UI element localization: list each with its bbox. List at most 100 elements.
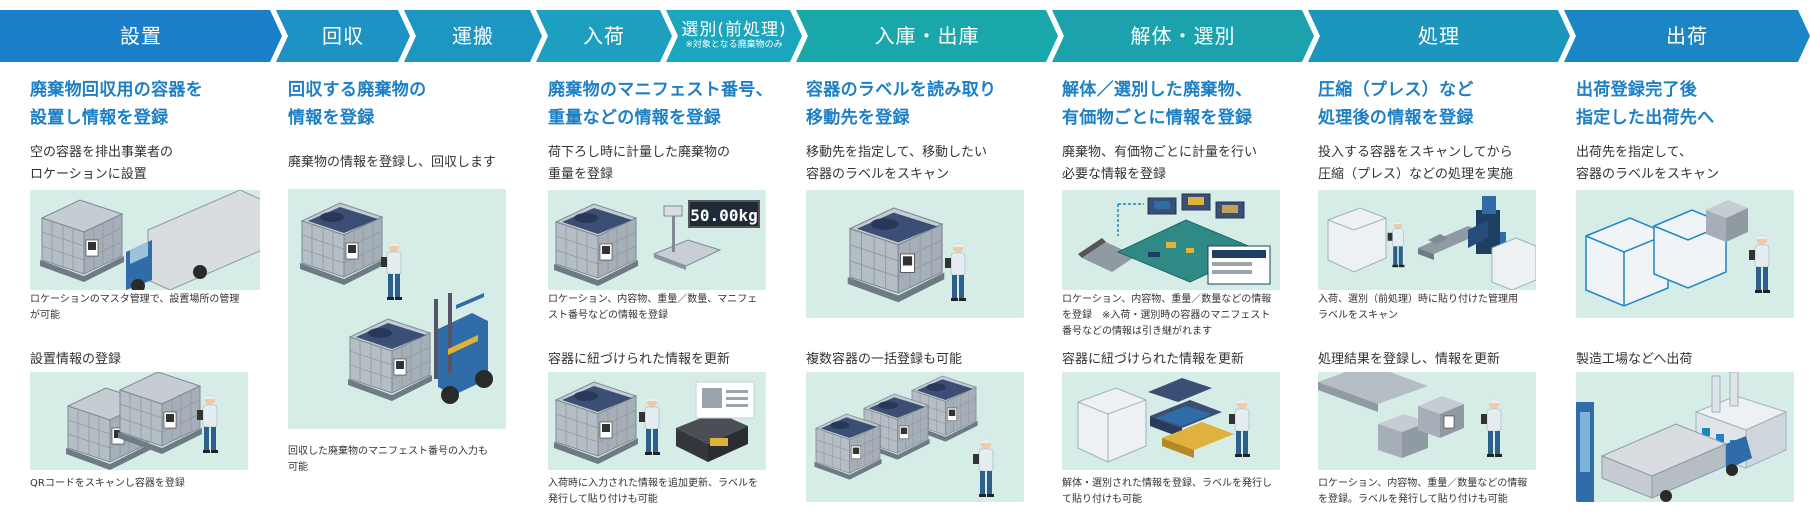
column-description: 廃棄物、有価物ごとに計量を行い 必要な情報を登録 bbox=[1062, 142, 1292, 186]
title-line: 設置し情報を登録 bbox=[30, 108, 169, 128]
printer-icon bbox=[676, 381, 755, 462]
column-title: 容器のラベルを読み取り 移動先を登録 bbox=[806, 76, 1036, 132]
scale-icon bbox=[652, 205, 722, 270]
column-title: 回収する廃棄物の 情報を登録 bbox=[288, 76, 518, 132]
bulk-bag-icon bbox=[1491, 237, 1536, 290]
step-label: 回収 bbox=[322, 24, 364, 48]
title-line: 容器のラベルを読み取り bbox=[806, 80, 997, 100]
column-note: ロケーション、内容物、重量／数量などの情報 を登録 ※入荷・選別時の容器のマニフ… bbox=[1062, 292, 1280, 340]
illustration-register bbox=[30, 372, 248, 470]
column-description: 移動先を指定して、移動したい 容器のラベルをスキャン bbox=[806, 142, 1036, 186]
note-line: 解体・選別された情報を登録、ラベルを発行し bbox=[1062, 478, 1272, 489]
column-note: 入荷、選別（前処理）時に貼り付けた管理用 ラベルをスキャン bbox=[1318, 292, 1536, 324]
title-line: 解体／選別した廃棄物、 bbox=[1062, 80, 1253, 100]
title-line: 圧縮（プレス）など bbox=[1318, 80, 1474, 100]
step-label: 選別(前処理) bbox=[681, 20, 787, 41]
step-shipping: 出荷 bbox=[1564, 10, 1810, 62]
bulk-bag-icon bbox=[1077, 387, 1147, 463]
desc-line: 廃棄物、有価物ごとに計量を行い bbox=[1062, 145, 1258, 160]
sub-heading: 製造工場などへ出荷 bbox=[1576, 352, 1693, 367]
note-line: ロケーション、内容物、重量／数量などの情報 bbox=[1062, 294, 1272, 305]
column-note: 解体・選別された情報を登録、ラベルを発行し て貼り付けも可能 bbox=[1062, 476, 1280, 508]
sub-heading: 容器に紐づけられた情報を更新 bbox=[1062, 352, 1245, 367]
desc-line: 重量を登録 bbox=[548, 167, 614, 182]
step-warehouse: 入庫・出庫 bbox=[796, 10, 1058, 62]
illustration-scale: 50.00kg bbox=[548, 190, 766, 290]
truck-icon bbox=[1600, 423, 1752, 502]
illustration-forklift bbox=[288, 189, 506, 429]
illustration-bulk-register bbox=[806, 372, 1024, 502]
note-line: が可能 bbox=[30, 310, 60, 321]
sub-heading: 設置情報の登録 bbox=[30, 352, 122, 367]
truck-icon bbox=[126, 190, 260, 290]
note-line: を登録 ※入荷・選別時の容器のマニフェスト bbox=[1062, 310, 1271, 321]
column-dismantle-sort: 解体／選別した廃棄物、 有価物ごとに情報を登録 廃棄物、有価物ごとに計量を行い … bbox=[1062, 76, 1292, 526]
conveyor-icon bbox=[1418, 226, 1484, 260]
pressed-block-icon bbox=[1378, 396, 1464, 458]
note-line: 入荷時に入力された情報を追加更新、ラベルを bbox=[548, 478, 758, 489]
illustration-scan-label bbox=[806, 190, 1024, 318]
title-line: 情報を登録 bbox=[288, 108, 375, 128]
building-edge bbox=[1576, 402, 1594, 502]
column-warehouse: 容器のラベルを読み取り 移動先を登録 移動先を指定して、移動したい 容器のラベル… bbox=[806, 76, 1036, 526]
note-line: ロケーション、内容物、重量／数量、マニフェ bbox=[548, 294, 758, 305]
note-line: ロケーション、内容物、重量／数量などの情報 bbox=[1318, 478, 1528, 489]
note-line: 発行して貼り付けも可能 bbox=[548, 494, 658, 505]
desc-line: 廃棄物の情報を登録し、回収します bbox=[288, 155, 497, 170]
pressed-block-icon bbox=[1318, 372, 1428, 412]
title-line: 有価物ごとに情報を登録 bbox=[1062, 108, 1253, 128]
illustration-factory-truck bbox=[1576, 372, 1794, 502]
column-note: ロケーション、内容物、重量／数量などの情報 を登録。ラベルを発行して貼り付けも可… bbox=[1318, 476, 1536, 508]
column-title: 圧縮（プレス）など 処理後の情報を登録 bbox=[1318, 76, 1548, 132]
process-flow-header: 設置 回収 運搬 入荷 選別(前処理) ※対象となる廃棄物のみ 入庫・出庫 解体… bbox=[0, 10, 1810, 62]
illustration-pressed-blocks bbox=[1318, 372, 1536, 470]
column-shipping: 出荷登録完了後 指定した出荷先へ 出荷先を指定して、 容器のラベルをスキャン 製 bbox=[1576, 76, 1806, 526]
column-description: 投入する容器をスキャンしてから 圧縮（プレス）などの処理を実施 bbox=[1318, 142, 1548, 186]
illustration-press-machine bbox=[1318, 190, 1536, 290]
column-description: 荷下ろし時に計量した廃棄物の 重量を登録 bbox=[548, 142, 778, 186]
illustration-label-printer bbox=[548, 372, 766, 470]
note-line: スト番号などの情報を登録 bbox=[548, 310, 668, 321]
note-line: を登録。ラベルを発行して貼り付けも可能 bbox=[1318, 494, 1508, 505]
column-description: 空の容器を排出事業者の ロケーションに設置 bbox=[30, 142, 260, 186]
note-line: ラベルをスキャン bbox=[1318, 310, 1398, 321]
bulk-bag-icon bbox=[1327, 207, 1387, 273]
desc-line: 容器のラベルをスキャン bbox=[1576, 167, 1720, 182]
column-note: ロケーション、内容物、重量／数量、マニフェ スト番号などの情報を登録 bbox=[548, 292, 766, 324]
forklift-icon bbox=[434, 293, 493, 404]
column-description: 廃棄物の情報を登録し、回収します bbox=[288, 152, 518, 174]
step-setup: 設置 bbox=[0, 10, 282, 62]
desc-line: 投入する容器をスキャンしてから bbox=[1318, 145, 1513, 160]
step-dismantle-sort: 解体・選別 bbox=[1052, 10, 1314, 62]
desc-line: 移動先を指定して、移動したい bbox=[806, 145, 987, 160]
step-label: 処理 bbox=[1418, 24, 1460, 48]
title-line: 処理後の情報を登録 bbox=[1318, 108, 1474, 128]
step-label: 設置 bbox=[120, 24, 162, 48]
column-note: 入荷時に入力された情報を追加更新、ラベルを 発行して貼り付けも可能 bbox=[548, 476, 766, 508]
note-line: 可能 bbox=[288, 462, 308, 473]
title-line: 出荷登録完了後 bbox=[1576, 80, 1698, 100]
illustration-sorted-bags bbox=[1062, 372, 1280, 470]
pressed-block-icon bbox=[1706, 200, 1748, 242]
sub-heading: 処理結果を登録し、情報を更新 bbox=[1318, 352, 1501, 367]
note-line: ロケーションのマスタ管理で、設置場所の管理 bbox=[30, 294, 240, 305]
step-label: 入荷 bbox=[583, 24, 625, 48]
scale-display: 50.00kg bbox=[688, 200, 760, 228]
title-line: 移動先を登録 bbox=[806, 108, 910, 128]
column-title: 出荷登録完了後 指定した出荷先へ bbox=[1576, 76, 1806, 132]
step-processing: 処理 bbox=[1308, 10, 1570, 62]
note-line: 回収した廃棄物のマニフェスト番号の入力も bbox=[288, 446, 488, 457]
laptop-icon bbox=[1078, 238, 1136, 272]
step-presorting: 選別(前処理) ※対象となる廃棄物のみ bbox=[666, 10, 802, 62]
title-line: 重量などの情報を登録 bbox=[548, 108, 721, 128]
column-title: 廃棄物回収用の容器を 設置し情報を登録 bbox=[30, 76, 260, 132]
desc-line: 出荷先を指定して、 bbox=[1576, 145, 1692, 160]
desc-line: ロケーションに設置 bbox=[30, 167, 147, 182]
step-label: 解体・選別 bbox=[1130, 24, 1236, 48]
title-line: 廃棄物のマニフェスト番号、 bbox=[548, 80, 773, 100]
sub-heading: 容器に紐づけられた情報を更新 bbox=[548, 352, 731, 367]
column-note: 回収した廃棄物のマニフェスト番号の入力も 可能 bbox=[288, 444, 506, 476]
column-processing: 圧縮（プレス）など 処理後の情報を登録 投入する容器をスキャンしてから 圧縮（プ… bbox=[1318, 76, 1548, 526]
column-collection: 回収する廃棄物の 情報を登録 廃棄物の情報を登録し、回収します 回収した廃棄物の… bbox=[288, 76, 518, 526]
title-line: 廃棄物回収用の容器を bbox=[30, 80, 203, 100]
